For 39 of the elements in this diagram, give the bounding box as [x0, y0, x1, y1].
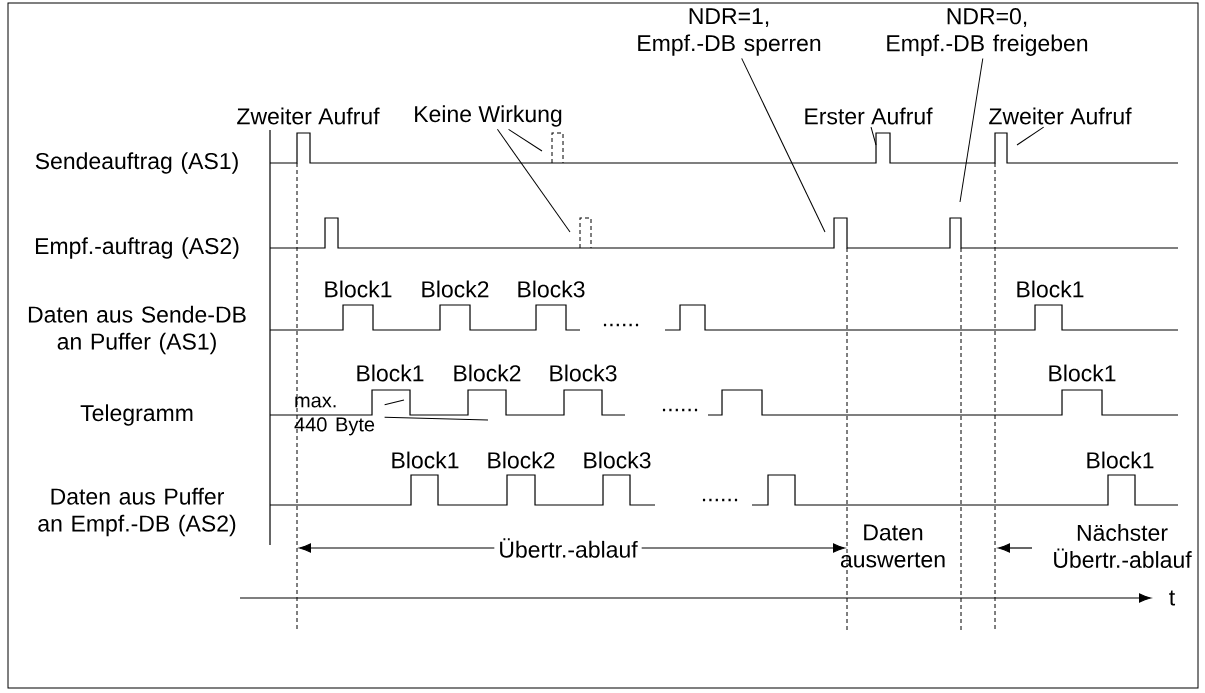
pulse-label: Zweiter Aufruf — [237, 107, 380, 125]
signal-label: Sendeauftrag (AS1) — [35, 152, 238, 174]
signal-label: Daten aus Sende-DB an Puffer (AS1) — [28, 305, 246, 355]
dimension-label: Daten auswerten — [840, 524, 945, 568]
leader-line — [870, 126, 877, 146]
callout-text: Zweiter Aufruf — [989, 107, 1132, 125]
callout-text: Erster Aufruf — [805, 107, 933, 125]
block-label: Block1 — [1087, 451, 1154, 469]
block-label: Block3 — [584, 451, 651, 469]
callout-text: max. 440 Byte — [294, 396, 375, 436]
block-label: Block3 — [518, 280, 585, 298]
dimension-label: Übertr.-ablauf — [494, 534, 642, 562]
ellipsis: ...... — [603, 323, 639, 327]
ellipsis: ...... — [702, 498, 738, 502]
callout-text: NDR=0, Empf.-DB freigeben — [887, 8, 1088, 56]
callout-text: Keine Wirkung — [415, 105, 562, 127]
block-label: Block1 — [1049, 364, 1116, 382]
leader-line — [741, 57, 826, 233]
leader-line — [496, 128, 571, 233]
ellipsis: ...... — [662, 408, 698, 412]
block-label: Block1 — [392, 451, 459, 469]
signal-label: Daten aus Puffer an Empf.-DB (AS2) — [38, 487, 236, 537]
leader-line — [508, 128, 543, 152]
block-label: Block1 — [1017, 280, 1084, 298]
block-label: Block1 — [357, 364, 424, 382]
leader-line — [959, 58, 984, 203]
leader-line — [384, 399, 405, 406]
signal-label: Empf.-auftrag (AS2) — [36, 237, 239, 259]
block-label: Block2 — [454, 364, 521, 382]
block-label: Block1 — [325, 280, 392, 298]
dimension-label: Nächster Übertr.-ablauf — [1054, 524, 1192, 568]
block-label: Block2 — [488, 451, 555, 469]
leader-line — [384, 416, 489, 421]
axis-label: t — [1169, 590, 1175, 606]
signal-label: Telegramm — [80, 404, 193, 426]
leader-line — [1016, 126, 1045, 146]
block-label: Block3 — [550, 364, 617, 382]
block-label: Block2 — [422, 280, 489, 298]
callout-text: NDR=1, Empf.-DB sperren — [638, 8, 821, 56]
